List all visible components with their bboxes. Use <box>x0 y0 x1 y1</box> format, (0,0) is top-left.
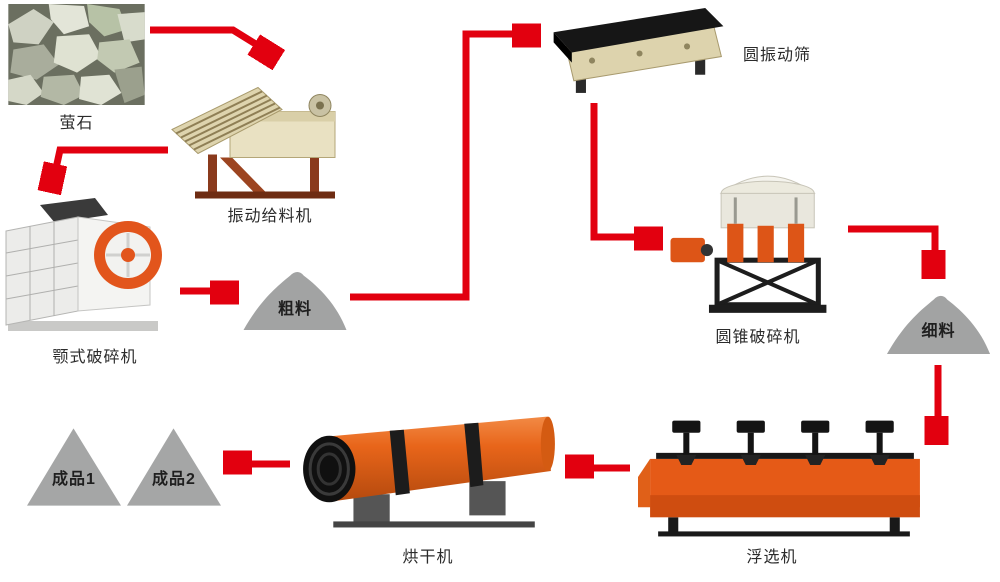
coarse-material-pile <box>240 262 350 330</box>
dryer-node <box>293 388 565 540</box>
coarse-material-label: 粗料 <box>277 301 312 318</box>
vibrating-feeder-label: 振动给料机 <box>227 208 313 225</box>
dryer-illustration <box>303 416 555 528</box>
circular-vibrating-screen-illustration <box>553 8 724 93</box>
cone-crusher-node <box>668 163 836 325</box>
jaw-crusher-label: 颚式破碎机 <box>52 349 138 366</box>
finished-product-1-triangle <box>27 428 121 506</box>
jaw-crusher-node <box>0 192 180 344</box>
finished-product-2-pile <box>127 428 221 506</box>
cone-crusher-label: 圆锥破碎机 <box>715 329 801 346</box>
jaw-crusher-illustration <box>5 198 162 331</box>
fluorite-label: 萤石 <box>59 115 94 132</box>
flotation-agitator-motors <box>672 420 894 465</box>
circular-vibrating-screen-node <box>543 4 731 100</box>
fine-pile-illustration <box>886 295 991 355</box>
coarse-pile-illustration <box>243 271 347 330</box>
vibrating-feeder-node <box>170 78 360 206</box>
dryer-label: 烘干机 <box>402 549 454 566</box>
fine-material-label: 细料 <box>921 323 956 340</box>
finished-product-1-label: 成品1 <box>52 471 96 488</box>
flotation-machine-illustration <box>638 420 920 537</box>
fluorite-ore-photo <box>8 4 145 105</box>
circular-vibrating-screen-label: 圆振动筛 <box>742 47 811 64</box>
vibrating-feeder-illustration <box>171 86 336 199</box>
cone-crusher-illustration <box>670 175 827 313</box>
finished-product-2-label: 成品2 <box>152 471 196 488</box>
arrow-coarse-to-screen <box>350 34 530 301</box>
fluorite-rocks-illustration <box>8 4 145 105</box>
arrow-screen-to-cone-crusher <box>590 103 652 237</box>
finished-product-1-pile <box>27 428 121 506</box>
flotation-machine-node <box>638 406 930 540</box>
fine-material-pile <box>885 285 992 355</box>
arrow-feeder-to-jaw-crusher <box>53 146 168 182</box>
arrow-fluorite-to-feeder <box>150 26 270 53</box>
finished-product-2-triangle <box>127 428 221 506</box>
flotation-machine-label: 浮选机 <box>746 549 798 566</box>
arrow-cone-crusher-to-fine <box>848 225 935 268</box>
